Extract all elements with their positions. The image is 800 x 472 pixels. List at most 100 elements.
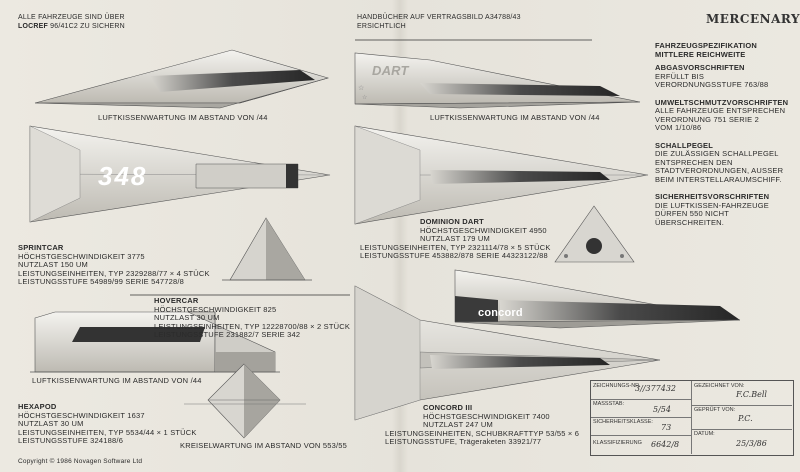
spec-subtitle: MITTLERE REICHWEITE bbox=[655, 49, 746, 59]
header-mid-line2: ERSICHTLICH bbox=[357, 23, 406, 30]
concord-side-view bbox=[454, 269, 741, 329]
header-mid-line1: HANDBÜCHER AUF VERTRAGSBILD A34788/43 bbox=[357, 14, 521, 21]
hovercar-line: HÖCHSTGESCHWINDIGKEIT 825 bbox=[154, 304, 277, 314]
spec-line: STADTVERORDNUNGEN, AUSSER bbox=[655, 166, 784, 175]
sprintcar-number: 348 bbox=[98, 161, 148, 191]
hovercar-name: HOVERCAR bbox=[154, 296, 199, 305]
spec-block: FAHRZEUGSPEZIFIKATION MITTLERE REICHWEIT… bbox=[655, 41, 797, 227]
concord-livery: concord bbox=[478, 307, 523, 319]
concord3-line: NUTZLAST 247 UM bbox=[423, 420, 493, 429]
concord3-line: LEISTUNGSEINHEITEN, SCHUBKRAFTTYP 53/55 … bbox=[385, 428, 580, 438]
gezeichnet-value: F.C.Bell bbox=[736, 390, 767, 399]
hovercar-specs: HOVERCAR HÖCHSTGESCHWINDIGKEIT 825 NUTZL… bbox=[154, 296, 351, 340]
spec-line: VOM 1/10/86 bbox=[655, 123, 702, 132]
zeichnungs-cell: ZEICHNUNGS-NR. 3//377432 bbox=[591, 381, 692, 400]
concord3-line: LEISTUNGSSTUFE, Trägeraketen 33921/77 bbox=[385, 437, 542, 446]
spec-line: DIE ZULÄSSIGEN SCHALLPEGEL bbox=[655, 149, 779, 158]
spec-line: DIE LUFTKISSEN-FAHRZEUGE bbox=[655, 200, 769, 210]
sprintcar-name: SPRINTCAR bbox=[18, 243, 64, 252]
concord3-line: HÖCHSTGESCHWINDIGKEIT 7400 bbox=[423, 411, 550, 421]
sprintcar-line: LEISTUNGSEINHEITEN, TYP 2329288/77 × 4 S… bbox=[18, 268, 210, 278]
massstab-label: MASSSTAB: bbox=[593, 401, 625, 407]
hexapod-line: LEISTUNGSEINHEITEN, TYP 5534/44 × 1 STÜC… bbox=[18, 427, 197, 437]
locref-rest: 96/41C2 ZU SICHERN bbox=[47, 23, 125, 30]
sprintcar-line: HÖCHSTGESCHWINDIGKEIT 3775 bbox=[18, 251, 145, 261]
hovercar-line: LEISTUNGSSTUFE 231882/7 SERIE 342 bbox=[154, 330, 301, 339]
header-left-line2: LOCREF 96/41C2 ZU SICHERN bbox=[18, 23, 125, 31]
gezeichnet-cell: GEZEICHNET VON: F.C.Bell bbox=[692, 381, 792, 406]
zeichnungs-value: 3//377432 bbox=[635, 384, 677, 393]
dominion-dart-front-view bbox=[554, 205, 635, 263]
dominion-name: DOMINION DART bbox=[420, 217, 484, 226]
hexapod-line: LEISTUNGSSTUFE 324188/6 bbox=[18, 436, 124, 445]
spec-line: ENTSPRECHEN DEN bbox=[655, 157, 733, 167]
header-left-line1: ALLE FAHRZEUGE SIND ÜBER bbox=[18, 14, 125, 21]
hexapod-line: NUTZLAST 30 UM bbox=[18, 419, 84, 428]
massstab-cell: MASSSTAB: 5/54 bbox=[591, 399, 692, 418]
spec-line: VERORDNUNG 751 SERIE 2 bbox=[655, 114, 760, 124]
klass-value: 6642/8 bbox=[651, 440, 680, 449]
mercenary-logo: MERCENARY bbox=[706, 12, 800, 26]
spec-line: ALLE FAHRZEUGE ENTSPRECHEN bbox=[655, 106, 786, 115]
dart-livery: DART bbox=[372, 63, 409, 78]
sicherheit-cell: SICHERHEITSKLASSE: 73 bbox=[591, 417, 692, 436]
hovercar-caption: LUFTKISSENWARTUNG IM ABSTAND VON /44 bbox=[32, 376, 202, 385]
sprintcar-specs: SPRINTCAR HÖCHSTGESCHWINDIGKEIT 3775 NUT… bbox=[18, 243, 210, 287]
hexapod-line: HÖCHSTGESCHWINDIGKEIT 1637 bbox=[18, 410, 145, 420]
spec-line: ÜBERSCHREITEN. bbox=[655, 217, 725, 227]
datum-label: DATUM: bbox=[694, 431, 715, 437]
spec-head: SCHALLPEGEL bbox=[655, 140, 714, 150]
geprueft-cell: GEPRÜFT VON: P.C. bbox=[692, 405, 792, 430]
dominion-line: NUTZLAST 179 UM bbox=[420, 234, 490, 243]
spec-line: ERFÜLLT BIS bbox=[655, 71, 705, 81]
caption-top-left: LUFTKISSENWARTUNG IM ABSTAND VON /44 bbox=[98, 113, 268, 122]
dominion-specs: DOMINION DART HÖCHSTGESCHWINDIGKEIT 4950… bbox=[360, 217, 551, 261]
wedge-ship-top-left bbox=[34, 49, 330, 109]
dominion-dart-top-view bbox=[354, 125, 649, 225]
zeichnungs-label: ZEICHNUNGS-NR. bbox=[593, 383, 641, 389]
massstab-value: 5/54 bbox=[653, 405, 671, 414]
concord-iii-top-view bbox=[354, 285, 661, 421]
sprintcar-line: LEISTUNGSSTUFE 54989/99 SERIE 547728/8 bbox=[18, 277, 185, 286]
svg-text:☆: ☆ bbox=[362, 94, 367, 101]
hexapod-front-view bbox=[184, 363, 306, 439]
hexapod-name: HEXAPOD bbox=[18, 402, 57, 411]
klass-cell: KLASSIFIZIERUNG 6642/8 bbox=[591, 435, 692, 454]
hexapod-caption: KREISELWARTUNG IM ABSTAND VON 553/55 bbox=[180, 441, 347, 450]
dominion-line: HÖCHSTGESCHWINDIGKEIT 4950 bbox=[420, 225, 547, 235]
spec-head: ABGASVORSCHRIFTEN bbox=[655, 63, 745, 72]
hexapod-specs: HEXAPOD HÖCHSTGESCHWINDIGKEIT 1637 NUTZL… bbox=[18, 402, 197, 446]
spec-line: DÜRFEN 550 NICHT bbox=[655, 209, 730, 218]
title-block-form: ZEICHNUNGS-NR. 3//377432 MASSSTAB: 5/54 … bbox=[590, 380, 794, 456]
geprueft-value: P.C. bbox=[738, 414, 753, 423]
sprintcar-top-view bbox=[29, 125, 331, 223]
geprueft-label: GEPRÜFT VON: bbox=[694, 407, 736, 413]
spec-head: UMWELTSCHMUTZVORSCHRIFTEN bbox=[655, 97, 789, 107]
gezeichnet-label: GEZEICHNET VON: bbox=[694, 383, 745, 389]
spec-title: FAHRZEUGSPEZIFIKATION bbox=[655, 41, 757, 50]
svg-text:☆: ☆ bbox=[358, 84, 364, 92]
datum-value: 25/3/86 bbox=[736, 439, 767, 448]
hovercar-side-view bbox=[30, 311, 280, 373]
copyright: Copyright © 1986 Novagen Software Ltd bbox=[18, 458, 143, 465]
dominion-line: LEISTUNGSSTUFE 453882/878 SERIE 44323122… bbox=[360, 251, 548, 260]
hovercar-line: LEISTUNGSEINHEITEN, TYP 12228700/88 × 2 … bbox=[154, 321, 351, 331]
sicherheit-label: SICHERHEITSKLASSE: bbox=[593, 419, 653, 425]
sicherheit-value: 73 bbox=[661, 423, 672, 432]
dart-ship-top-right: ☆ ☆ bbox=[354, 52, 641, 109]
sprintcar-line: NUTZLAST 150 UM bbox=[18, 260, 88, 269]
dominion-line: LEISTUNGSEINHEITEN, TYP 2321114/78 × 5 S… bbox=[360, 242, 551, 252]
concord3-specs: CONCORD III HÖCHSTGESCHWINDIGKEIT 7400 N… bbox=[385, 403, 580, 447]
klass-label: KLASSIFIZIERUNG bbox=[593, 440, 642, 446]
spec-line: VERORDNUNGSSTUFE 763/88 bbox=[655, 80, 769, 89]
datum-cell: DATUM: 25/3/86 bbox=[692, 429, 792, 454]
sprintcar-front-view bbox=[222, 217, 312, 281]
hovercar-line: NUTZLAST 30 UM bbox=[154, 313, 220, 322]
concord3-name: CONCORD III bbox=[423, 403, 473, 412]
locref-label: LOCREF bbox=[18, 23, 48, 30]
caption-top-right: LUFTKISSENWARTUNG IM ABSTAND VON /44 bbox=[430, 113, 600, 122]
spec-head: SICHERHEITSVORSCHRIFTEN bbox=[655, 192, 770, 201]
spec-line: BEIM INTERSTELLARAUMSCHIFF. bbox=[655, 174, 782, 184]
